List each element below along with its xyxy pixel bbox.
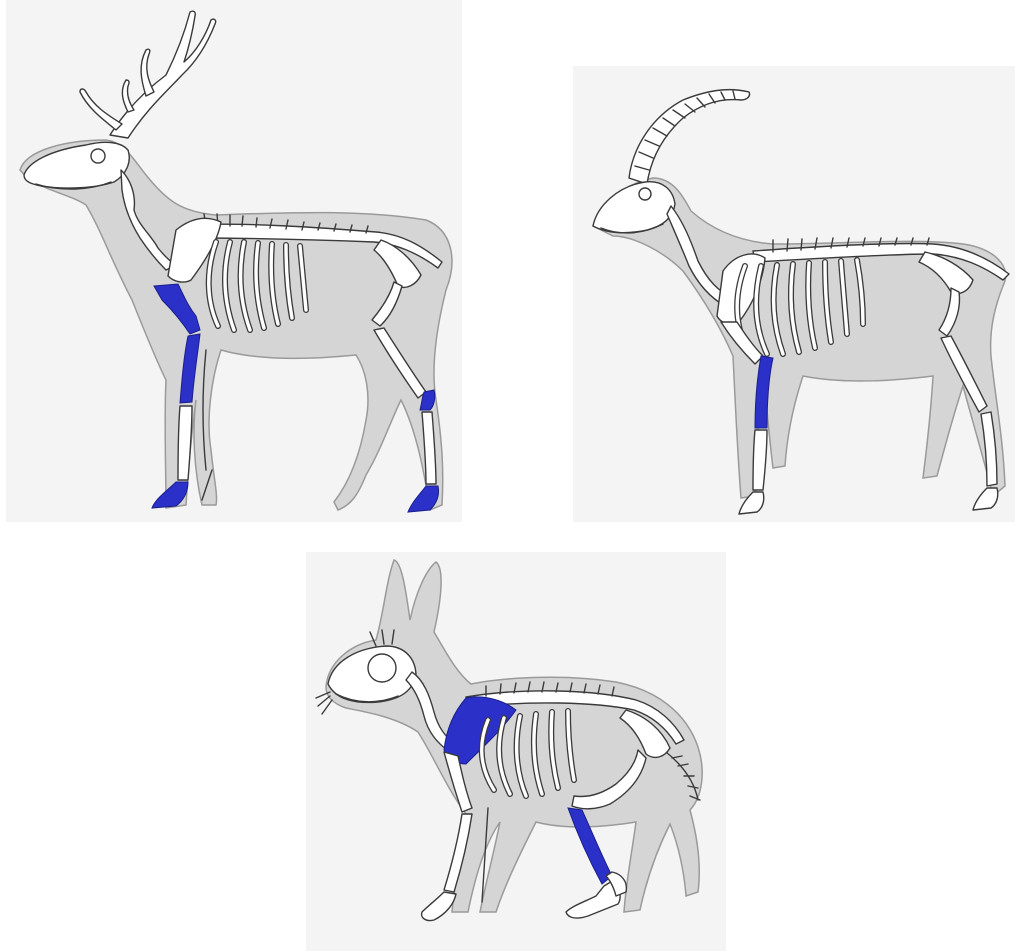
deer-skeleton-diagram <box>6 0 462 522</box>
ibex-skeleton-panel <box>573 66 1015 522</box>
hare-skeleton-diagram <box>306 552 726 951</box>
ibex-eye-socket <box>639 188 651 200</box>
ibex-skeleton-diagram <box>573 66 1015 522</box>
deer-skeleton-panel <box>6 0 462 522</box>
hare-skeleton-panel <box>306 552 726 951</box>
hare-eye-socket <box>368 654 396 682</box>
deer-eye-socket <box>91 149 105 163</box>
